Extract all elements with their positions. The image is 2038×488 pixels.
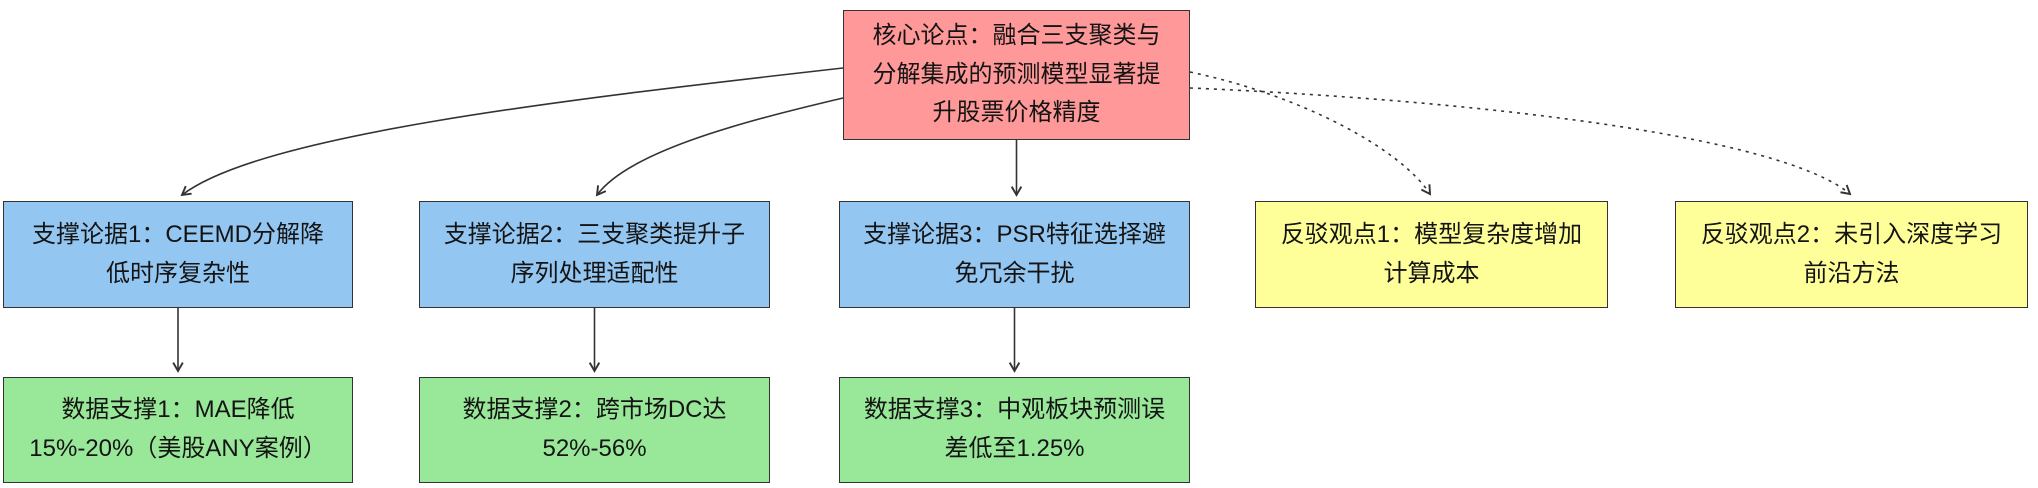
edge-core-to-counter2: [1189, 87, 1852, 196]
node-data-support-1: 数据支撑1：MAE降低15%-20%（美股ANY案例）: [3, 377, 353, 483]
edge-core-to-support2: [595, 97, 844, 197]
edge-core-to-support1: [180, 67, 844, 197]
node-core-thesis: 核心论点：融合三支聚类与分解集成的预测模型显著提升股票价格精度: [843, 10, 1190, 140]
node-support-1: 支撑论据1：CEEMD分解降低时序复杂性: [3, 201, 353, 308]
node-support-3: 支撑论据3：PSR特征选择避免冗余干扰: [839, 201, 1190, 308]
node-data-support-2: 数据支撑2：跨市场DC达52%-56%: [419, 377, 770, 483]
node-support-2: 支撑论据2：三支聚类提升子序列处理适配性: [419, 201, 770, 308]
edge-core-to-counter1: [1189, 71, 1432, 196]
node-data-support-3: 数据支撑3：中观板块预测误差低至1.25%: [839, 377, 1190, 483]
node-counter-2: 反驳观点2：未引入深度学习前沿方法: [1675, 201, 2028, 308]
node-counter-1: 反驳观点1：模型复杂度增加计算成本: [1255, 201, 1608, 308]
